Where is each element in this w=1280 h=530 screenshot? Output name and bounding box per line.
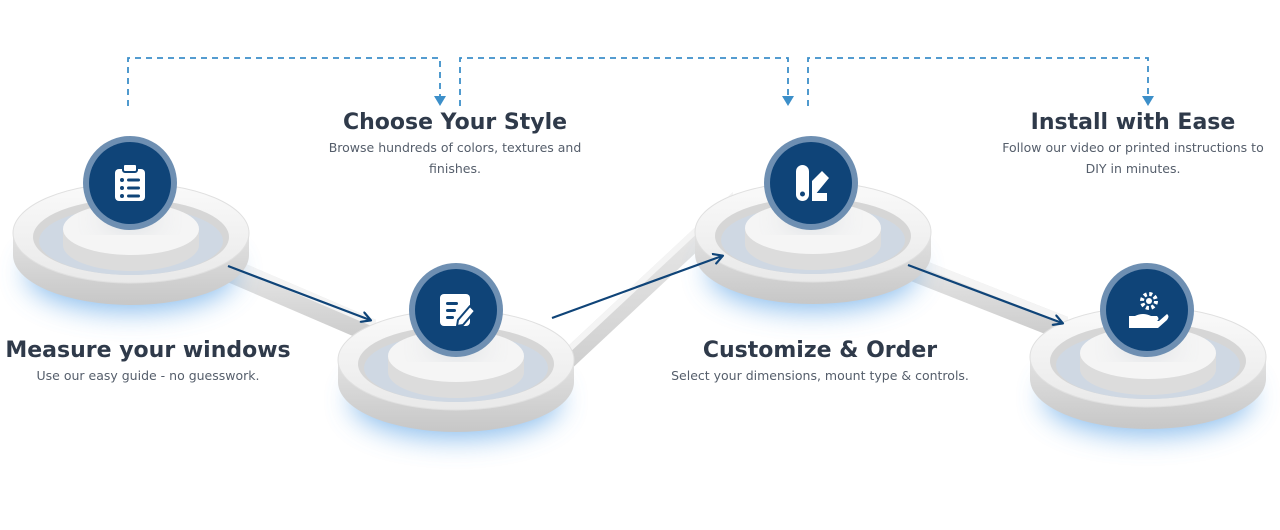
platform-3 (694, 181, 932, 310)
step-title-choose-style: Choose Your Style (342, 110, 568, 135)
flow-arrow-2 (551, 256, 722, 320)
swatch-icon (796, 165, 829, 201)
platform-4 (1029, 306, 1267, 435)
connector-beam-top-1 (211, 249, 376, 328)
badge-core (770, 142, 852, 224)
platforms (12, 181, 1267, 438)
step-choose-style: Choose Your Style Browse hundreds of col… (305, 109, 605, 179)
dashed-connector-1 (127, 57, 441, 106)
dashed-arrowhead-1 (434, 96, 446, 106)
edit-note-icon (440, 294, 476, 327)
step-badge-2 (409, 263, 503, 357)
step-measure: Measure your windows Use our easy guide … (2, 337, 294, 386)
step-desc-measure: Use our easy guide - no guesswork. (36, 368, 260, 383)
step-title-customize-order: Customize & Order (702, 338, 938, 363)
step-badge-3 (764, 136, 858, 230)
step-badge-1 (83, 136, 177, 230)
step-desc-choose-style: Browse hundreds of colors, textures and … (328, 140, 582, 176)
badges (83, 136, 1194, 357)
step-badge-4 (1100, 263, 1194, 357)
clipboard-list-icon (115, 163, 145, 201)
step-desc-install: Follow our video or printed instructions… (1002, 140, 1264, 176)
flow-arrow-1 (227, 264, 370, 320)
step-title-install: Install with Ease (1030, 110, 1236, 135)
arrows (227, 256, 1062, 323)
step-customize-order: Customize & Order Select your dimensions… (670, 337, 970, 386)
dashed-connectors (127, 57, 1149, 106)
step-title-measure: Measure your windows (5, 338, 291, 363)
badge-core (1106, 269, 1188, 351)
flow-arrow-3 (907, 263, 1062, 323)
hand-gear-icon (1129, 292, 1169, 328)
dashed-arrowhead-3 (1142, 96, 1154, 106)
dashed-arrowhead-2 (782, 96, 794, 106)
dashed-connector-3 (807, 57, 1149, 106)
connector-beam-top-3 (893, 248, 1068, 325)
step-desc-customize-order: Select your dimensions, mount type & con… (671, 368, 969, 383)
step-install: Install with Ease Follow our video or pr… (992, 109, 1274, 179)
dashed-connector-2 (459, 57, 789, 106)
